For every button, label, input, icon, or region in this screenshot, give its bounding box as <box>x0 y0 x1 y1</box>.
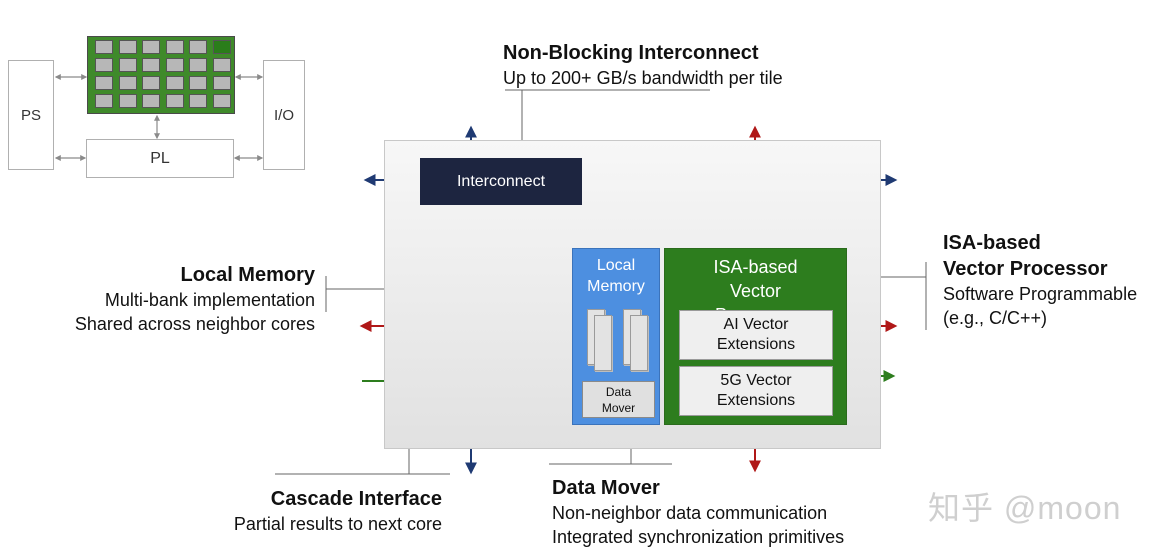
interconnect-label: Interconnect <box>456 172 546 190</box>
data-mover-callout: Data Mover Non-neighbor data communicati… <box>552 475 844 549</box>
ai-engine-tile <box>165 58 184 72</box>
vector-processor-callout-title: ISA-based <box>943 232 1041 254</box>
local-memory-label: Local Memory <box>587 257 645 295</box>
local-memory-callout-line: Multi-bank implementation <box>104 290 315 310</box>
cascade-callout-title: Cascade Interface <box>270 488 442 510</box>
5g-vector-extensions-label: 5G Vector Extensions <box>716 372 796 409</box>
ai-engine-tile <box>142 58 160 72</box>
ai-vector-extensions-label: AI Vector Extensions <box>716 316 796 353</box>
ai-engine-tile <box>212 58 231 72</box>
watermark: 知乎 @moon <box>928 490 1122 526</box>
vector-processor-callout-title: Vector Processor <box>943 258 1108 280</box>
vector-processor-callout-line: (e.g., C/C++) <box>943 308 1048 328</box>
cascade-callout: Cascade Interface Partial results to nex… <box>234 486 442 536</box>
mini-pl-label: PL <box>150 149 170 167</box>
memory-bank-page <box>594 315 612 371</box>
data-mover-callout-line: Integrated synchronization primitives <box>552 527 845 547</box>
ai-engine-tile <box>165 76 184 90</box>
highlighted-ai-engine-tile <box>212 40 231 54</box>
mini-io-block: I/O <box>263 60 305 170</box>
ai-engine-tile <box>118 40 137 54</box>
ai-engine-tile <box>95 40 113 54</box>
mini-io-label: I/O <box>273 106 294 124</box>
ai-engine-tile <box>118 58 137 72</box>
ai-vector-extensions-block: AI Vector Extensions <box>679 310 833 360</box>
interconnect-callout-title: Non-Blocking Interconnect <box>503 42 759 64</box>
interconnect-callout-line: Up to 200+ GB/s bandwidth per tile <box>503 68 783 88</box>
local-memory-callout: Local Memory Multi-bank implementation S… <box>75 262 315 336</box>
mini-ai-engine-array <box>87 36 235 114</box>
ai-engine-tile <box>142 40 160 54</box>
local-memory-block: Local Memory Data Mover <box>572 248 660 425</box>
ai-engine-tile <box>212 94 231 108</box>
interconnect-block: Interconnect <box>420 158 582 205</box>
ai-engine-tile <box>118 94 137 108</box>
ai-engine-tile <box>95 76 113 90</box>
local-memory-callout-title: Local Memory <box>180 264 315 286</box>
ai-engine-tile <box>189 76 207 90</box>
local-memory-callout-line: Shared across neighbor cores <box>74 314 315 334</box>
mini-pl-block: PL <box>86 139 234 178</box>
ai-engine-tile <box>165 40 184 54</box>
data-mover-block: Data Mover <box>582 381 655 418</box>
ai-engine-tile <box>165 94 184 108</box>
vector-processor-callout: ISA-based Vector Processor Software Prog… <box>943 230 1137 330</box>
ai-engine-tile <box>95 94 113 108</box>
data-mover-callout-title: Data Mover <box>552 477 660 499</box>
ai-engine-tile <box>95 58 113 72</box>
mini-ps-block: PS <box>8 60 54 170</box>
data-mover-callout-line: Non-neighbor data communication <box>552 503 828 523</box>
ai-engine-tile <box>118 76 137 90</box>
ai-engine-tile <box>189 94 207 108</box>
interconnect-callout: Non-Blocking Interconnect Up to 200+ GB/… <box>503 40 783 90</box>
memory-bank-page <box>630 315 648 371</box>
ai-engine-tile <box>142 94 160 108</box>
ai-engine-tile <box>142 76 160 90</box>
ai-engine-tile <box>189 58 207 72</box>
ai-engine-tile <box>212 76 231 90</box>
cascade-callout-line: Partial results to next core <box>233 514 442 534</box>
ai-engine-tile <box>189 40 207 54</box>
vector-processor-callout-line: Software Programmable <box>943 284 1138 304</box>
data-mover-block-label: Data Mover <box>601 384 636 415</box>
vector-processor-block: ISA-based Vector Processor AI Vector Ext… <box>664 248 847 425</box>
mini-ps-label: PS <box>20 106 41 124</box>
5g-vector-extensions-block: 5G Vector Extensions <box>679 366 833 416</box>
